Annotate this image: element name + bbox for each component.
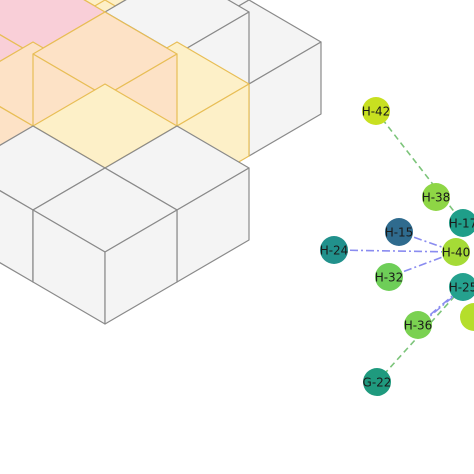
edge-n42-n17 (375, 110, 464, 224)
node-circle (449, 273, 474, 301)
node-circle (449, 209, 474, 237)
node-label: H-15 (385, 226, 414, 240)
node-label: H-17 (449, 217, 474, 231)
cube-18-right-face (104, 209, 178, 325)
node-label: H-25 (449, 281, 474, 295)
node-label: H-38 (422, 191, 451, 205)
isometric-cube-stack (0, 0, 322, 325)
node-circle (320, 236, 348, 264)
edge-n24-n40 (333, 249, 457, 253)
graph-node-h-25: H-25 (449, 273, 474, 301)
node-label: H-32 (375, 271, 404, 285)
graph-node-g-22: G-22 (363, 368, 392, 396)
node-label: H-40 (442, 246, 471, 260)
node-circle (362, 97, 390, 125)
graph-node-h-36: H-36 (404, 311, 433, 339)
node-circle (404, 311, 432, 339)
graph-node-h-24: H-24 (320, 236, 349, 264)
node-label: H-24 (320, 244, 349, 258)
graph-node-h-17: H-17 (449, 209, 474, 237)
graph-node-h-32: H-32 (375, 263, 404, 291)
node-label: H-36 (404, 319, 433, 333)
node-circle (363, 368, 391, 396)
graph-node-h-15: H-15 (385, 218, 414, 246)
node-circle (422, 183, 450, 211)
graph-node-h-40: H-40 (442, 238, 471, 266)
node-circle (375, 263, 403, 291)
graph-nodes: H-42H-38H-17H-15H-24 H-40H-32H-25H-36G-22 (320, 97, 474, 396)
node-circle (385, 218, 413, 246)
node-circle (442, 238, 470, 266)
graph-node-unlabeled (460, 303, 474, 331)
node-label: H-42 (362, 105, 391, 119)
graph-node-h-42: H-42 (362, 97, 391, 125)
node-circle (460, 303, 474, 331)
node-label: G-22 (363, 376, 392, 390)
graph-node-h-38: H-38 (422, 183, 451, 211)
